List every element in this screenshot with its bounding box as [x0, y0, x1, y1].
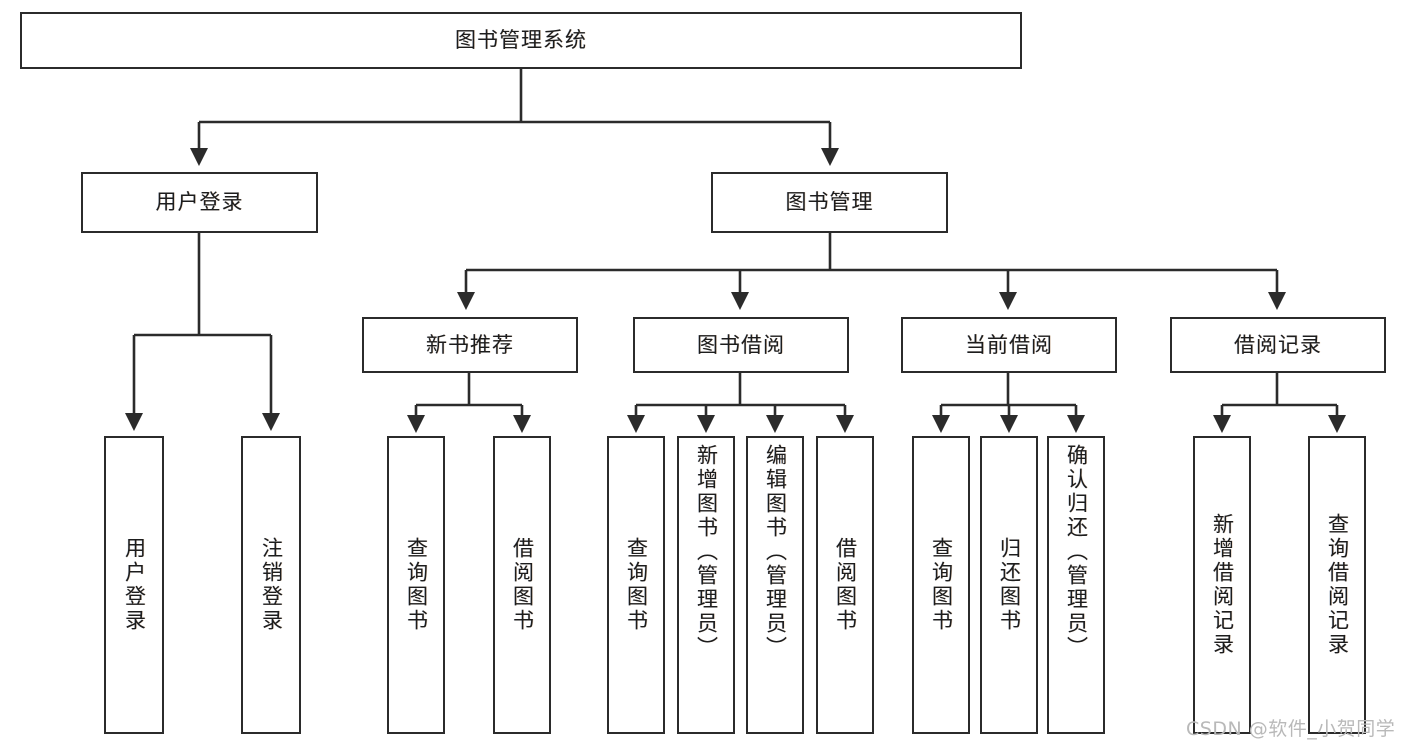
leaf-user-login-label: 用户登录	[122, 537, 147, 633]
node-borrow-record-label: 借阅记录	[1234, 332, 1322, 357]
node-book-borrow[interactable]: 图书借阅	[633, 317, 849, 373]
node-book-management[interactable]: 图书管理	[711, 172, 948, 233]
leaf-add-borrow-record[interactable]: 新增借阅记录	[1193, 436, 1251, 734]
leaf-edit-book-label: 编辑图书（管理员）	[763, 444, 788, 660]
node-user-login-label: 用户登录	[155, 190, 244, 215]
leaf-confirm-return-label: 确认归还（管理员）	[1064, 444, 1089, 660]
leaf-query-book-2[interactable]: 查询图书	[607, 436, 665, 734]
leaf-confirm-return[interactable]: 确认归还（管理员）	[1047, 436, 1105, 734]
leaf-return-book-label: 归还图书	[997, 537, 1022, 633]
leaf-query-book-1[interactable]: 查询图书	[387, 436, 445, 734]
leaf-query-book-2-label: 查询图书	[624, 537, 649, 633]
leaf-query-borrow-record[interactable]: 查询借阅记录	[1308, 436, 1366, 734]
leaf-user-logout[interactable]: 注销登录	[241, 436, 301, 734]
leaf-borrow-book-2-label: 借阅图书	[833, 537, 858, 633]
leaf-query-book-1-label: 查询图书	[404, 537, 429, 633]
leaf-add-borrow-record-label: 新增借阅记录	[1210, 513, 1235, 657]
node-new-book-recommend[interactable]: 新书推荐	[362, 317, 578, 373]
leaf-add-book-label: 新增图书（管理员）	[694, 444, 719, 660]
node-current-borrow-label: 当前借阅	[965, 332, 1053, 357]
leaf-query-borrow-record-label: 查询借阅记录	[1325, 513, 1350, 657]
leaf-return-book[interactable]: 归还图书	[980, 436, 1038, 734]
node-root-label: 图书管理系统	[455, 28, 587, 53]
node-book-management-label: 图书管理	[785, 190, 874, 215]
node-current-borrow[interactable]: 当前借阅	[901, 317, 1117, 373]
node-root[interactable]: 图书管理系统	[20, 12, 1022, 69]
watermark: CSDN @软件_小贺同学	[1186, 718, 1396, 740]
node-book-borrow-label: 图书借阅	[697, 332, 785, 357]
leaf-user-logout-label: 注销登录	[259, 537, 284, 633]
node-borrow-record[interactable]: 借阅记录	[1170, 317, 1386, 373]
leaf-borrow-book-1-label: 借阅图书	[510, 537, 535, 633]
node-new-book-recommend-label: 新书推荐	[426, 332, 514, 357]
leaf-edit-book[interactable]: 编辑图书（管理员）	[746, 436, 804, 734]
leaf-borrow-book-2[interactable]: 借阅图书	[816, 436, 874, 734]
leaf-query-book-3[interactable]: 查询图书	[912, 436, 970, 734]
node-user-login[interactable]: 用户登录	[81, 172, 318, 233]
leaf-borrow-book-1[interactable]: 借阅图书	[493, 436, 551, 734]
leaf-user-login[interactable]: 用户登录	[104, 436, 164, 734]
leaf-add-book[interactable]: 新增图书（管理员）	[677, 436, 735, 734]
leaf-query-book-3-label: 查询图书	[929, 537, 954, 633]
